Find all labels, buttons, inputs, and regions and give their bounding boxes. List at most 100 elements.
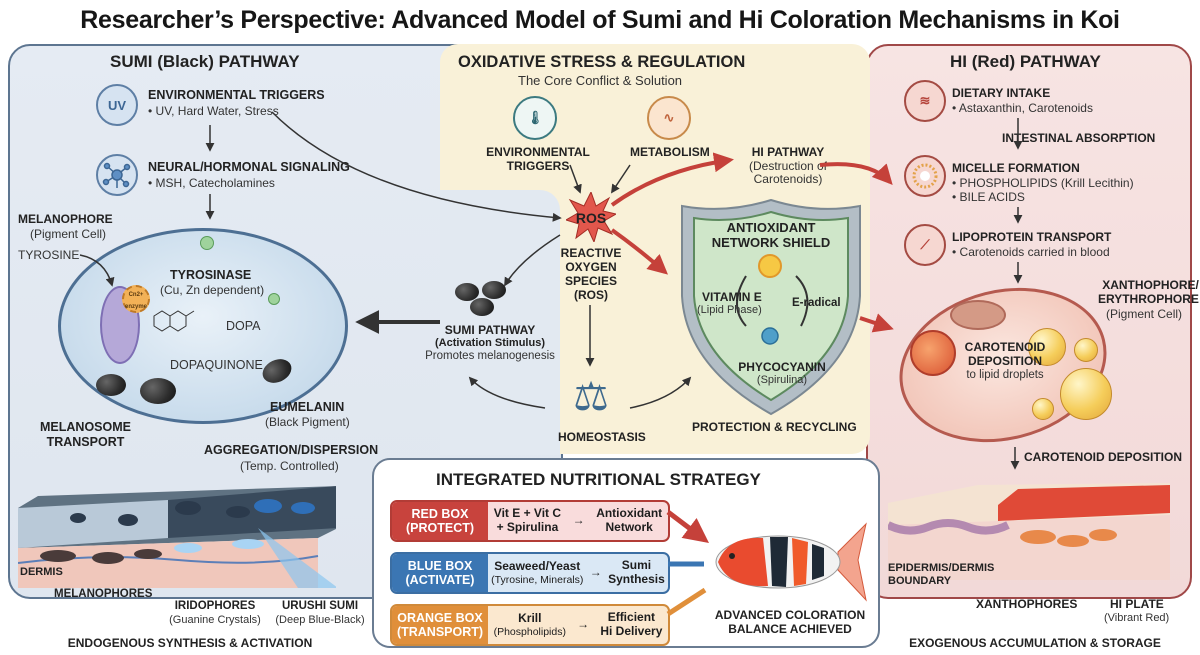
sumi-footer: ENDOGENOUS SYNTHESIS & ACTIVATION [67,636,313,650]
phycocyanin-subtitle: (Spirulina) [756,374,808,386]
vesicle [268,293,280,305]
thermometer-storm-icon: 🌡 [513,96,557,140]
sumi-pathway-subtitle: (Activation Stimulus) [434,337,545,349]
hi-footer: EXOGENOUS ACCUMULATION & STORAGE [909,636,1161,650]
tyrosine-label: TYROSINE [18,248,80,262]
blue-box-input: Seaweed/Yeast(Tyrosine, Minerals) [491,559,584,586]
sumi-skin-cross-section [17,478,338,588]
ros-burst-icon [564,190,618,244]
strategy-heading: INTEGRATED NUTRITIONAL STRATEGY [436,470,761,489]
xanthophore-subtitle: (Pigment Cell) [1106,307,1183,321]
lipid-droplet [1074,338,1098,362]
chemical-structure-icon [150,308,198,336]
homeostasis-label: HOMEOSTASIS [558,430,646,444]
sumi-signaling-detail: • MSH, Catecholamines [148,176,275,190]
organelle [950,300,1006,330]
blue-box-label: BLUE BOX(ACTIVATE) [392,554,488,592]
hi-pathway-title: HI PATHWAY [751,145,825,159]
sumi-pathway-title: SUMI PATHWAY [444,323,536,337]
metabolism-label: METABOLISM [630,145,710,159]
dopa-label: DOPA [226,319,261,333]
orange-box-transport: ORANGE BOX(TRANSPORT) Krill(Phospholipid… [390,604,670,646]
enzyme-badge: Cn2+ enzyme [122,285,150,313]
oxidative-subheading: The Core Conflict & Solution [518,73,683,88]
aggregation-subtitle: (Temp. Controlled) [240,459,339,473]
hi-heading: HI (Red) PATHWAY [950,52,1101,71]
orange-box-input: Krill(Phospholipids) [493,611,566,638]
intestine-icon: ∿ [647,96,691,140]
blue-box-activate: BLUE BOX(ACTIVATE) Seaweed/Yeast(Tyrosin… [390,552,670,594]
e-radical-label: E-radical [792,297,841,309]
iridophores-title: IRIDOPHORES [174,600,256,612]
dietary-detail: • Astaxanthin, Carotenoids [952,101,1093,115]
food-pellet-icon: ≋ [904,80,946,122]
iridophores-subtitle: (Guanine Crystals) [169,614,261,626]
lipoprotein-detail: • Carotenoids carried in blood [952,245,1110,259]
aggregation-title: AGGREGATION/DISPERSION [204,443,379,457]
arrow-right-icon: → [572,513,585,528]
red-box-input: Vit E + Vit C+ Spirulina [493,506,562,534]
sumi-panel-extension [440,190,560,455]
cell-nucleus [910,330,956,376]
arrow-right-icon: → [577,617,590,632]
orange-box-label: ORANGE BOX(TRANSPORT) [392,606,488,644]
urushi-subtitle: (Deep Blue-Black) [275,614,365,626]
tyrosinase-title: TYROSINASE [170,268,252,282]
hi-plate-subtitle: (Vibrant Red) [1104,612,1170,624]
vitamin-e-subtitle: (Lipid Phase) [697,304,762,316]
hi-plate-title: HI PLATE [1110,597,1164,611]
balance-scale-icon: ⚖ [573,375,609,419]
deposition-label: CAROTENOID DEPOSITION [1024,450,1183,464]
ros-label: ROS [575,210,607,226]
protection-label: PROTECTION & RECYCLING [692,420,857,434]
dietary-title: DIETARY INTAKE [952,86,1051,100]
sumi-env-triggers-detail: • UV, Hard Water, Stress [148,104,279,118]
eumelanin-title: EUMELANIN [270,400,345,414]
melanin-granule [470,298,494,316]
lipoprotein-title: LIPOPROTEIN TRANSPORT [952,230,1112,244]
koi-fish-illustration [708,512,868,612]
melanophore-title: MELANOPHORE [18,212,113,226]
blood-vessel-icon: ⟋ [904,224,946,266]
melanophores-label: MELANOPHORES [54,588,153,600]
vesicle [200,236,214,250]
vitamin-e-title: VITAMIN E [702,290,762,304]
hi-skin-cross-section [886,475,1170,580]
lipid-droplet [1032,398,1054,420]
dermis-label: DERMIS [20,566,63,578]
red-box-label: RED BOX(PROTECT) [392,502,488,540]
lipid-droplet [1060,368,1112,420]
xanthophore-title: XANTHOPHORE/ERYTHROPHORE [1098,278,1199,306]
sumi-heading: SUMI (Black) PATHWAY [110,52,300,71]
melanosome [140,378,176,404]
antioxidant-shield [676,196,866,418]
oxidative-heading: OXIDATIVE STRESS & REGULATION [458,53,746,71]
sumi-pathway-detail: Promotes melanogenesis [425,350,555,362]
micelle-title: MICELLE FORMATION [952,161,1080,175]
micelle-detail-1: • PHOSPHOLIPIDS (Krill Lecithin) [952,176,1134,190]
sumi-env-triggers-title: ENVIRONMENTAL TRIGGERS [148,88,325,102]
absorption-label: INTESTINAL ABSORPTION [1002,131,1156,145]
arrow-right-icon: → [589,565,602,580]
xanthophores-label: XANTHOPHORES [976,597,1078,611]
strategy-panel: INTEGRATED NUTRITIONAL STRATEGY RED BOX(… [372,458,880,648]
uv-sun-icon: UV [96,84,138,126]
phycocyanin-title: PHYCOCYANIN [738,360,826,374]
red-box-protect: RED BOX(PROTECT) Vit E + Vit C+ Spirulin… [390,500,670,542]
micelle-icon [904,155,946,197]
melanin-granule [455,283,479,301]
micelle-detail-2: • BILE ACIDS [952,190,1025,204]
molecule-network-icon [96,154,138,196]
page-title: Researcher’s Perspective: Advanced Model… [80,6,1120,34]
melanosome [96,374,126,396]
